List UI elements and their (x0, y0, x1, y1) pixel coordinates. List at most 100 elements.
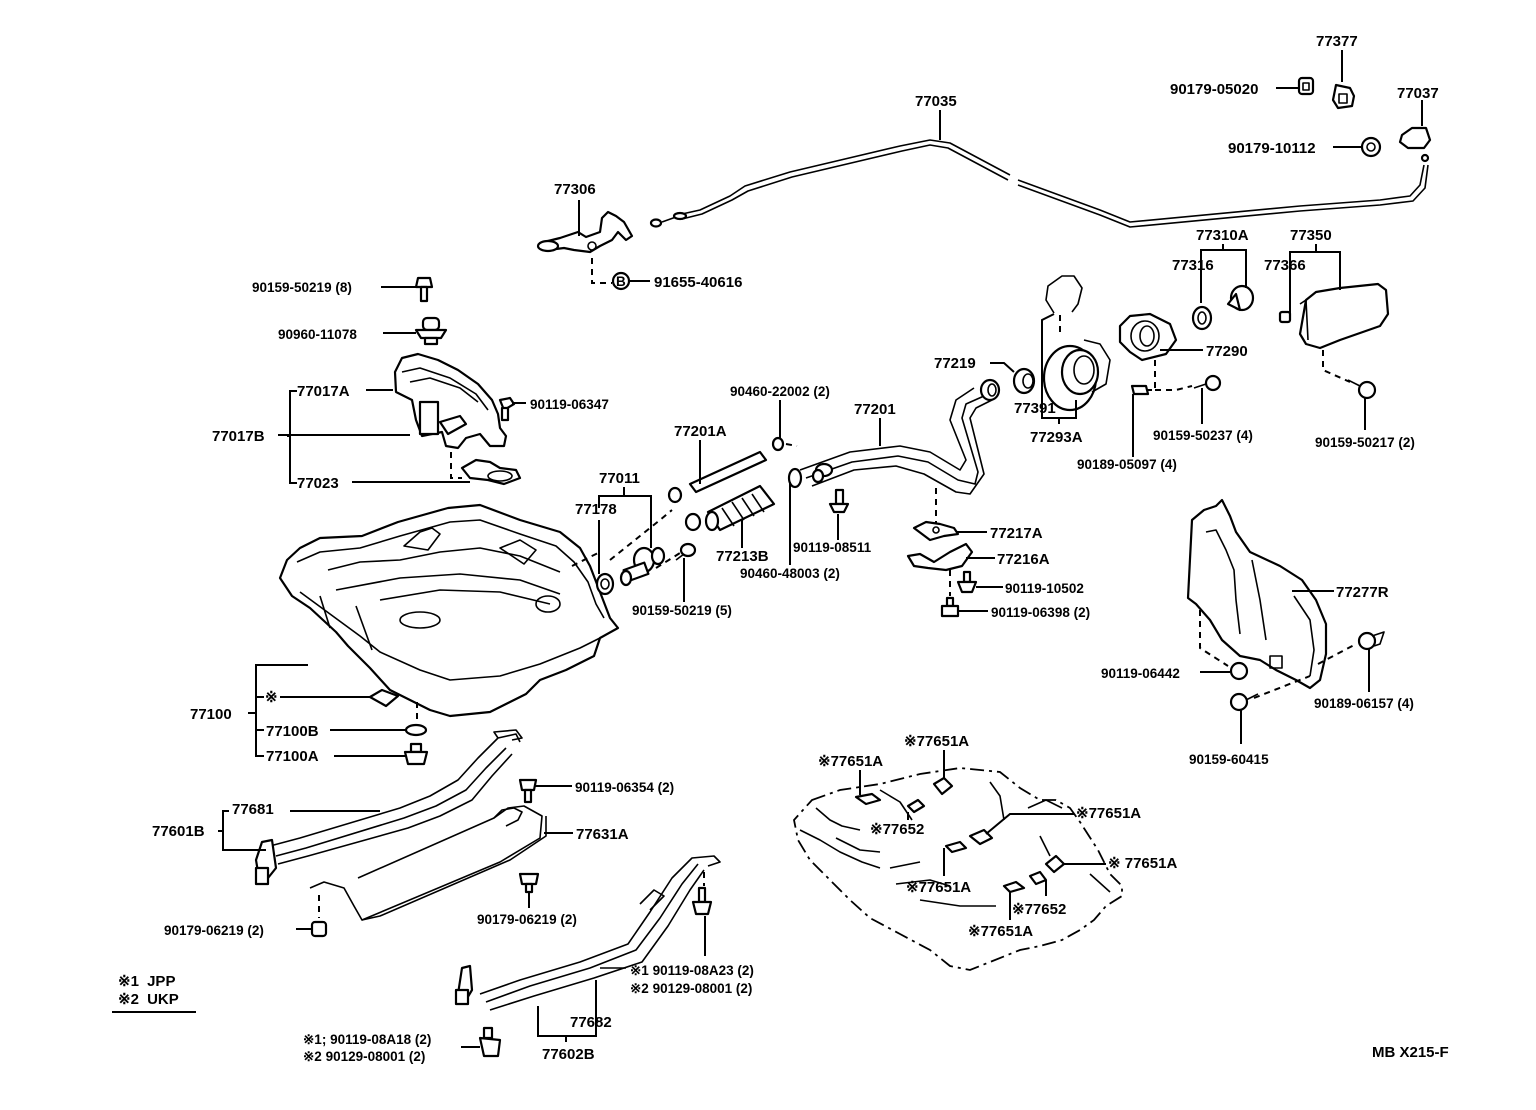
part-90460-48003-clip[interactable] (787, 467, 803, 489)
label-77350: 77350 (1290, 227, 1332, 244)
label-77100B: 77100B (266, 723, 319, 740)
label-77023: 77023 (297, 475, 339, 492)
label-77037: 77037 (1397, 85, 1439, 102)
part-77377-lock[interactable] (1331, 83, 1356, 110)
label-77213B: 77213B (716, 548, 769, 565)
label-90159-60415: 90159-60415 (1189, 752, 1269, 767)
label-77652-1: ※77652 (870, 821, 924, 838)
part-90960-11078-plug[interactable] (414, 316, 448, 346)
label-90119-06398: 90119-06398 (2) (991, 605, 1090, 620)
part-77217A-bracket[interactable] (912, 520, 960, 542)
label-77290: 77290 (1206, 343, 1248, 360)
part-77316-cushion[interactable] (1191, 305, 1213, 331)
part-77001-fuel-tank[interactable] (278, 503, 620, 718)
part-90189-06157-clip[interactable] (1357, 631, 1385, 651)
part-90119-06442-bolt[interactable] (1229, 661, 1249, 681)
part-77631A-protector-plate[interactable] (309, 805, 547, 921)
label-90119-08A23: ※1 90119-08A23 (2) (630, 963, 754, 978)
label-77293A: 77293A (1030, 429, 1083, 446)
part-77216A-bracket[interactable] (906, 542, 974, 572)
part-90159-50219-bolt-small[interactable] (675, 542, 697, 561)
plate-77652-2[interactable] (1028, 870, 1048, 886)
part-77306-bracket[interactable] (536, 210, 634, 254)
part-90460-22002-clip[interactable] (771, 436, 785, 452)
part-90119-08A23-bolt[interactable] (691, 886, 713, 916)
label-plates-77651A (854, 776, 1066, 894)
label-90119-08511: 90119-08511 (793, 540, 872, 555)
label-77017B: 77017B (212, 428, 265, 445)
part-77011-pipe-assembly[interactable] (619, 546, 666, 587)
part-90189-05097-nut[interactable] (1130, 384, 1150, 396)
label-90179-10112: 90179-10112 (1228, 140, 1316, 157)
part-77293A-filler-neck[interactable] (1042, 339, 1111, 412)
part-77017-fuel-sender-assembly[interactable] (393, 352, 508, 450)
part-77100B-gasket[interactable] (404, 723, 428, 737)
label-77011: 77011 (599, 470, 640, 487)
label-77601B: 77601B (152, 823, 205, 840)
label-77681: 77681 (232, 801, 274, 818)
label-90159-50219-8: 90159-50219 (8) (252, 280, 352, 295)
part-77277R-protector[interactable] (1186, 498, 1328, 690)
part-77602B-tank-band-bracket[interactable] (454, 964, 474, 1006)
part-90159-50217-screw[interactable] (1347, 379, 1377, 400)
plate-77652-1[interactable] (906, 798, 926, 814)
part-77100A-plug[interactable] (403, 742, 429, 766)
part-77037-lever[interactable] (1398, 126, 1432, 163)
part-90179-06219-nut-right[interactable] (518, 872, 540, 894)
label-90119-06442: 90119-06442 (1101, 666, 1180, 681)
label-77217A: 77217A (990, 525, 1043, 542)
part-90119-08511-bolt[interactable] (828, 488, 850, 514)
part-77023-gasket[interactable] (460, 458, 522, 486)
part-90159-50219-bolt[interactable] (414, 276, 434, 303)
diagram-code: MB X215-F (1372, 1044, 1449, 1061)
part-77219-grommet[interactable] (1012, 367, 1036, 395)
part-77213B-hose[interactable] (704, 484, 776, 532)
fuel-lid-opener-cable-77035[interactable] (649, 139, 1429, 228)
label-77178: 77178 (575, 501, 617, 518)
label-90179-06219-a: 90179-06219 (2) (164, 923, 264, 938)
part-77350-fuel-lid[interactable] (1298, 282, 1390, 350)
part-90119-10502-bolt[interactable] (956, 570, 978, 594)
part-77290-filler-opening-housing[interactable] (1118, 312, 1178, 362)
part-77681-tank-band[interactable] (269, 729, 523, 865)
part-77178-gasket[interactable] (595, 572, 615, 596)
part-90159-50237-screw[interactable] (1193, 374, 1222, 392)
label-77602B: 77602B (542, 1046, 595, 1063)
part-90159-60415-screw[interactable] (1229, 692, 1259, 712)
label-90159-50217: 90159-50217 (2) (1315, 435, 1415, 450)
label-77391: 77391 (1014, 400, 1056, 417)
part-90119-08A18-bolt[interactable] (478, 1026, 502, 1058)
part-90119-06398-bolt[interactable] (940, 596, 960, 618)
plate-77651A-4[interactable] (1044, 854, 1066, 874)
part-91655-40616-bolt[interactable]: B (611, 271, 631, 291)
label-77651A-1: ※77651A (818, 753, 883, 770)
clamp-upper[interactable] (667, 486, 683, 504)
label-77651A-3: ※77651A (1076, 805, 1141, 822)
part-90119-06347-bolt[interactable] (498, 396, 516, 422)
part-77100-label-plate[interactable] (368, 688, 400, 708)
clamp-lower[interactable] (684, 512, 702, 532)
plate-77651A-2[interactable] (932, 776, 954, 796)
label-77035: 77035 (915, 93, 957, 110)
label-90460-48003: 90460-48003 (2) (740, 566, 840, 581)
part-77366-spring[interactable] (1278, 310, 1292, 324)
plate-77651A-5[interactable] (944, 840, 968, 854)
part-77601B-tank-band-bracket[interactable] (254, 838, 278, 886)
part-90119-06354-bolt[interactable] (518, 778, 538, 804)
part-90179-06219-nut-left[interactable] (310, 920, 328, 938)
plate-77651A-6[interactable] (1002, 880, 1026, 894)
label-77216A: 77216A (997, 551, 1050, 568)
label-90119-10502: 90119-10502 (1005, 581, 1084, 596)
part-77201A-hose[interactable] (688, 450, 768, 494)
part-77310A-lock-cylinder[interactable] (1226, 284, 1255, 312)
label-77201A: 77201A (674, 423, 727, 440)
legend-item-1: ※1 JPP (118, 973, 175, 990)
part-90179-05020-nut[interactable] (1297, 76, 1315, 96)
label-77651A-4: ※ 77651A (1108, 855, 1177, 872)
part-90179-10112-nut[interactable] (1360, 136, 1382, 158)
part-77682-tank-band[interactable] (479, 855, 721, 1011)
plate-77651A-1[interactable] (854, 792, 882, 806)
label-90460-22002: 90460-22002 (2) (730, 384, 830, 399)
part-77201-filler-pipe[interactable] (799, 378, 1001, 495)
part-77391-gasket-ring[interactable] (1045, 275, 1083, 314)
